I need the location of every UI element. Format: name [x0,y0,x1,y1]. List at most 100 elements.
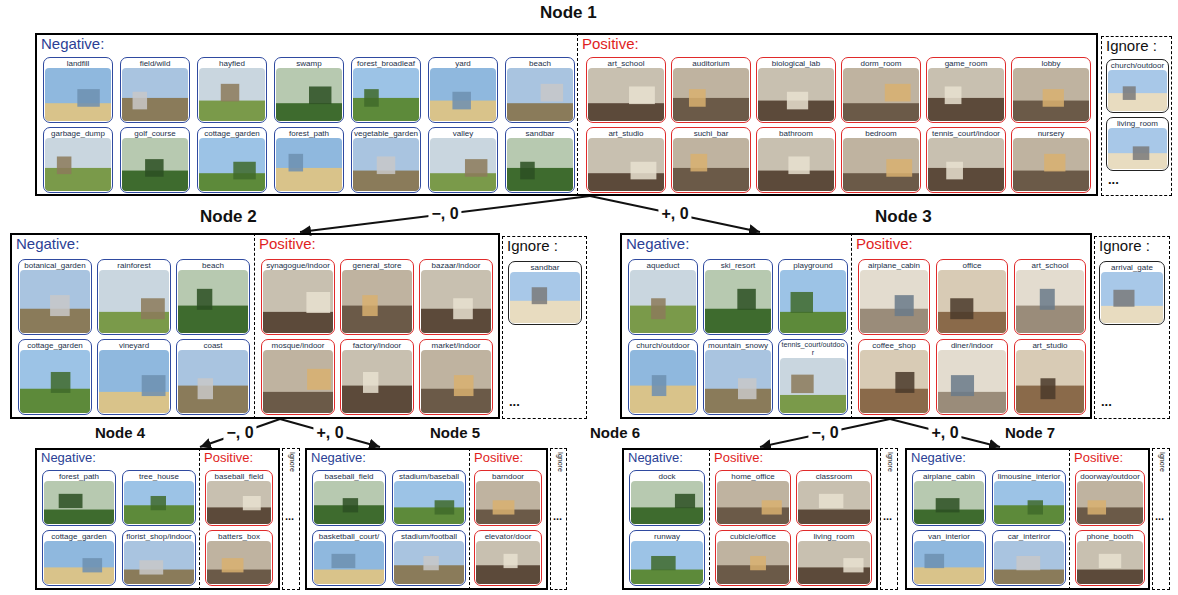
tile-label: arrival_gate [1101,263,1163,272]
thumbnail-object [1088,500,1106,514]
scene-thumbnail [717,481,789,524]
thumbnail-object [885,84,911,102]
region-heading: Ignore [289,452,296,472]
thumbnail-object [504,554,518,568]
scene-thumbnail [44,481,114,524]
scene-thumbnail [928,138,1004,191]
scene-thumbnail [630,270,696,333]
tile-label: golf_course [122,129,188,138]
ignore-region: Ignore :...sandbar [502,236,587,419]
scene-thumbnail [843,68,919,121]
thumbnail-object [950,298,973,319]
thumbnail-object [945,87,962,105]
tile-label: airplane_cabin [860,261,928,270]
tile-label: florist_shop/indoor [124,532,194,541]
thumbnail-object [1123,87,1136,101]
scene-tile: yard [428,57,498,123]
thumbnail-ground [314,570,384,584]
scene-tile: art_studio [1014,339,1086,415]
thumbnail-object [363,372,378,393]
scene-tile: sandbar [508,261,582,325]
tile-label: art_school [1016,261,1084,270]
scene-thumbnail [780,358,846,413]
region-heading: Ignore [1159,452,1166,472]
thumbnail-object [895,372,914,393]
tile-label: art_studio [588,129,664,138]
scene-thumbnail [510,272,580,323]
thumbnail-object [791,374,813,392]
positive-region: Positive:barndoorelevator/door [470,448,548,590]
scene-tile: art_school [586,57,666,123]
thumbnail-ground [44,510,114,524]
scene-tile: golf_course [120,127,190,193]
thumbnail-ground [276,103,342,121]
tile-label: home_office [717,472,789,481]
scene-thumbnail [758,68,834,121]
region-heading: Negative: [41,451,96,465]
tile-label: landfill [45,59,111,68]
thumbnail-object [309,87,331,105]
scene-tile: mountain_snowy [703,339,773,415]
tile-label: ski_resort [705,261,771,270]
positive-region: Positive:airplane_cabinofficeart_schoolc… [852,233,1092,419]
thumbnail-object [652,375,667,396]
tile-label: hayfied [199,59,265,68]
tile-label: phone_booth [1077,532,1143,541]
scene-tile: mosque/indoor [261,339,335,415]
scene-tile: phone_booth [1075,530,1145,586]
tile-label: forest_path [44,472,114,481]
scene-tile: beach [176,259,250,335]
scene-tile: auditorium [671,57,751,123]
negative-region: Negative:forest_pathtree_housecottage_ga… [35,448,200,590]
scene-tile: hayfied [197,57,267,123]
scene-thumbnail [263,350,333,413]
tree-branch [590,196,760,232]
thumbnail-object [895,295,914,316]
ellipsis: ... [509,395,520,408]
scene-thumbnail [1077,481,1143,524]
region-heading: Negative: [311,451,366,465]
tile-label: suchi_bar [673,129,749,138]
node-title: Node 7 [1005,424,1055,441]
tile-label: airplane_cabin [914,472,984,481]
scene-tile: forest_path [274,127,344,193]
scene-tile: batters_box [205,530,273,586]
scene-thumbnail [124,481,194,524]
region-heading: Ignore [887,452,894,472]
thumbnail-object [631,162,657,180]
tree-node: Node 1Negative:landfillfield/wildhayfied… [35,33,1172,196]
thumbnail-object [198,378,213,399]
thumbnail-ground [1013,171,1089,191]
scene-tile: dock [629,470,705,526]
scene-thumbnail [717,541,789,584]
scene-thumbnail [1101,272,1163,323]
scene-thumbnail [938,350,1006,413]
ignore-region: Ignore... [282,448,300,590]
scene-tile: cubicle/office [715,530,791,586]
scene-tile: cottage_garden [18,339,92,415]
scene-thumbnail [1013,68,1089,121]
thumbnail-ground [705,309,771,333]
scene-tile: ski_resort [703,259,773,335]
ignore-region: Ignore... [1152,448,1170,590]
scene-tile: bathroom [756,127,836,193]
tile-label: general_store [342,261,412,270]
thumbnail-ground [780,312,846,333]
thumbnail-object [493,500,515,514]
scene-thumbnail [1016,350,1084,413]
tile-label: nursery [1013,129,1089,138]
thumbnail-ground [207,508,271,524]
thumbnail-object [221,84,239,102]
region-heading: Negative: [628,451,683,465]
tile-label: coffee_shop [860,341,928,350]
thumbnail-object [532,287,547,304]
scene-thumbnail [421,350,491,413]
scene-tile: bazaar/indoor [419,259,493,335]
scene-thumbnail [673,138,749,191]
tile-label: living_room [798,532,870,541]
negative-region: Negative:airplane_cabinlimousine_interio… [905,448,1070,590]
scene-tile: rainforest [97,259,171,335]
thumbnail-object [453,298,473,319]
scene-tile: van_interior [912,530,986,586]
scene-thumbnail [1077,541,1143,584]
